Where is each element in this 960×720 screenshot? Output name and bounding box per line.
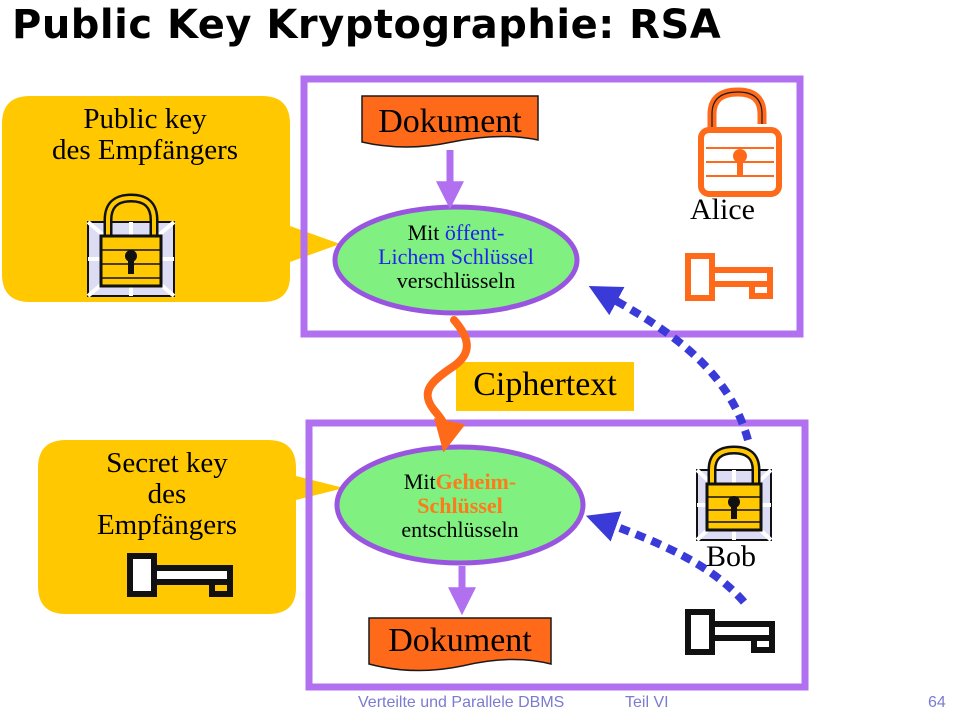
secret-key-line2: des	[147, 478, 187, 510]
ciphertext-box	[456, 362, 634, 411]
public-key-line1: Public key	[83, 103, 207, 135]
bob-box	[305, 419, 809, 691]
encrypt-text: Mit öffent- Lichem Schlüssel verschlüsse…	[336, 221, 576, 293]
secret-key-bubble	[38, 440, 344, 614]
document-top	[361, 95, 539, 148]
footer-part: Teil VI	[625, 694, 669, 711]
decrypt-text: MitGeheim- Schlüssel entschlüsseln	[340, 470, 580, 542]
alice-label: Alice	[690, 193, 755, 226]
decrypt-pre: Mit	[403, 469, 436, 494]
document-top-label: Dokument	[378, 103, 522, 140]
bob-label: Bob	[706, 540, 757, 573]
ciphertext-squiggle	[423, 316, 471, 453]
secret-key-line1: Secret key	[106, 447, 228, 479]
bob-key-icon	[685, 609, 775, 655]
alice-key-icon	[685, 253, 773, 301]
encrypt-highlight: öffent-	[444, 220, 505, 245]
secret-key-icon	[127, 553, 233, 597]
document-bottom	[368, 617, 552, 672]
alice-box	[300, 75, 804, 338]
dotted-arrow-secret-key	[585, 511, 748, 605]
public-key-bubble	[2, 96, 340, 302]
secret-key-line3: Empfängers	[96, 509, 238, 541]
public-padlock-icon	[86, 193, 176, 298]
decrypt-highlight: Geheim-	[435, 469, 517, 494]
footer-course: Verteilte und Parallele DBMS	[358, 694, 565, 711]
dotted-arrow-public-key	[588, 285, 752, 442]
footer-page: 64	[928, 694, 946, 711]
ciphertext-label: Ciphertext	[473, 366, 617, 403]
encrypt-line3: verschlüsseln	[396, 268, 516, 293]
bob-padlock-icon	[695, 445, 773, 542]
decrypt-line2: Schlüssel	[417, 493, 503, 518]
open-padlock-icon	[698, 87, 782, 197]
document-bottom-label: Dokument	[388, 622, 532, 659]
encrypt-pre: Mit	[407, 220, 445, 245]
public-key-bubble-text: Public key des Empfängers	[40, 104, 250, 166]
page-title: Public Key Kryptographie: RSA	[12, 2, 722, 48]
decrypt-line3: entschlüsseln	[401, 517, 519, 542]
secret-key-bubble-text: Secret key des Empfängers	[62, 448, 272, 541]
public-key-line2: des Empfängers	[51, 134, 239, 166]
encrypt-line2: Lichem Schlüssel	[378, 244, 534, 269]
